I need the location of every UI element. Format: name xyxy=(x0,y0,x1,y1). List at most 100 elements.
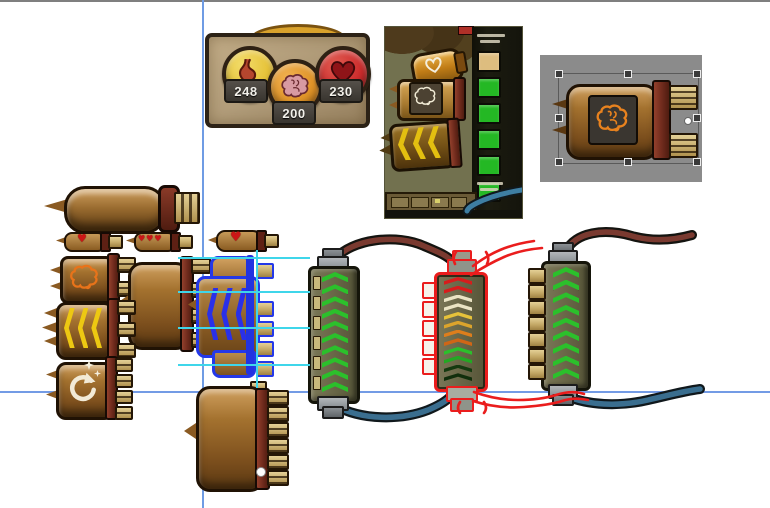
cursor-dot xyxy=(684,117,692,125)
selected-blue-sprite[interactable] xyxy=(183,252,283,380)
meter-cell xyxy=(477,51,501,72)
artboard[interactable] xyxy=(540,55,702,182)
stats-panel[interactable]: 248 200 230 xyxy=(205,33,371,128)
chevron xyxy=(322,296,348,307)
gauge-left[interactable] xyxy=(305,244,361,419)
chevron xyxy=(322,369,348,380)
chevron xyxy=(444,364,472,373)
game-screenshot[interactable] xyxy=(385,26,522,218)
chevron xyxy=(322,308,348,319)
chevron xyxy=(553,343,579,354)
meter-cells xyxy=(477,51,501,203)
resize-handle-n[interactable] xyxy=(624,70,632,78)
gauge-middle-annotated[interactable] xyxy=(420,248,500,414)
heart-icon: ♥ xyxy=(230,230,242,245)
large-plate-sprite[interactable] xyxy=(182,381,292,492)
chevron xyxy=(444,355,472,364)
chevron xyxy=(553,355,579,367)
blue-pipe xyxy=(462,185,522,216)
chevron xyxy=(444,294,472,303)
chevron xyxy=(444,338,472,346)
chevron xyxy=(322,320,348,332)
brain-icon xyxy=(414,86,436,106)
sanity-value: 200 xyxy=(272,101,316,125)
chevron xyxy=(444,347,472,355)
chevron xyxy=(322,357,348,368)
resize-handle-ne[interactable] xyxy=(693,70,701,78)
device-connector xyxy=(669,133,698,158)
prong xyxy=(552,125,568,135)
chevron xyxy=(553,292,579,304)
chevron xyxy=(553,368,579,380)
chevron xyxy=(444,312,472,320)
large-bottle-sprite[interactable] xyxy=(44,184,200,234)
green-chevrons xyxy=(553,267,579,380)
brain-icon xyxy=(281,74,309,98)
resize-handle-sw[interactable] xyxy=(555,158,563,166)
yellow-chevrons xyxy=(64,308,103,348)
resize-handle-nw[interactable] xyxy=(555,70,563,78)
chevron xyxy=(444,303,472,311)
heart-icon xyxy=(330,61,356,84)
chevron xyxy=(77,308,89,348)
game-meter-panel xyxy=(472,27,522,218)
game-brain-plate xyxy=(389,77,466,121)
chevron xyxy=(64,308,75,348)
hunger-value: 248 xyxy=(224,79,268,103)
triple-heart-icon: ♥♥♥ xyxy=(138,234,163,243)
cyan-guide-h3[interactable] xyxy=(178,327,310,329)
chevron xyxy=(553,305,579,316)
multicolor-chevrons xyxy=(444,277,472,381)
cyan-guide-h4[interactable] xyxy=(178,364,310,366)
chevron xyxy=(444,285,472,294)
cyan-guide-v1[interactable] xyxy=(256,250,258,388)
chevron xyxy=(553,279,579,291)
game-bottom-strip xyxy=(385,210,522,218)
chevron xyxy=(444,373,472,381)
device-bracket xyxy=(652,80,671,160)
chevron xyxy=(553,267,579,278)
chevron xyxy=(444,320,472,329)
chevron xyxy=(553,317,579,329)
meter-cell xyxy=(477,129,501,150)
green-chevrons xyxy=(322,272,348,393)
chevron xyxy=(221,288,233,340)
resize-handle-e[interactable] xyxy=(693,114,701,122)
chevron xyxy=(553,330,579,342)
meter-cell xyxy=(477,103,501,124)
resize-handle-w[interactable] xyxy=(555,114,563,122)
gauge-right[interactable] xyxy=(524,238,591,408)
blue-bracket xyxy=(246,255,254,375)
window-top-edge xyxy=(0,0,770,2)
chevron xyxy=(91,308,103,348)
yellow-chevron-badge[interactable] xyxy=(42,298,136,360)
chevron xyxy=(322,272,348,283)
chevron xyxy=(322,284,348,295)
blue-chevrons xyxy=(207,288,247,340)
highlight-dot xyxy=(256,467,266,477)
game-heart-bottle xyxy=(405,46,469,89)
cyan-guide-h1[interactable] xyxy=(178,257,310,259)
chevron xyxy=(207,288,219,340)
chevron xyxy=(444,329,472,338)
small-bottle-heart[interactable]: ♥ xyxy=(56,231,123,252)
brain-badge-sprite[interactable] xyxy=(50,253,136,305)
device-connector xyxy=(669,85,698,110)
refresh-badge-sprite[interactable] xyxy=(42,356,133,420)
resize-handle-s[interactable] xyxy=(624,158,632,166)
cyan-guide-h2[interactable] xyxy=(178,291,310,293)
vertical-guide[interactable] xyxy=(202,0,204,508)
chevron xyxy=(444,277,472,285)
chevron xyxy=(322,345,348,356)
small-bottle-large-heart[interactable]: ♥ xyxy=(208,229,279,252)
refresh-icon xyxy=(70,372,96,402)
resize-handle-se[interactable] xyxy=(693,158,701,166)
sparkle-icon xyxy=(84,360,94,370)
brain-icon xyxy=(596,104,628,132)
meter-cell xyxy=(477,155,501,176)
small-bottle-hearts[interactable]: ♥♥♥ xyxy=(126,231,193,252)
meter-cell xyxy=(477,77,501,98)
prong xyxy=(552,99,568,109)
chevron xyxy=(322,381,348,393)
